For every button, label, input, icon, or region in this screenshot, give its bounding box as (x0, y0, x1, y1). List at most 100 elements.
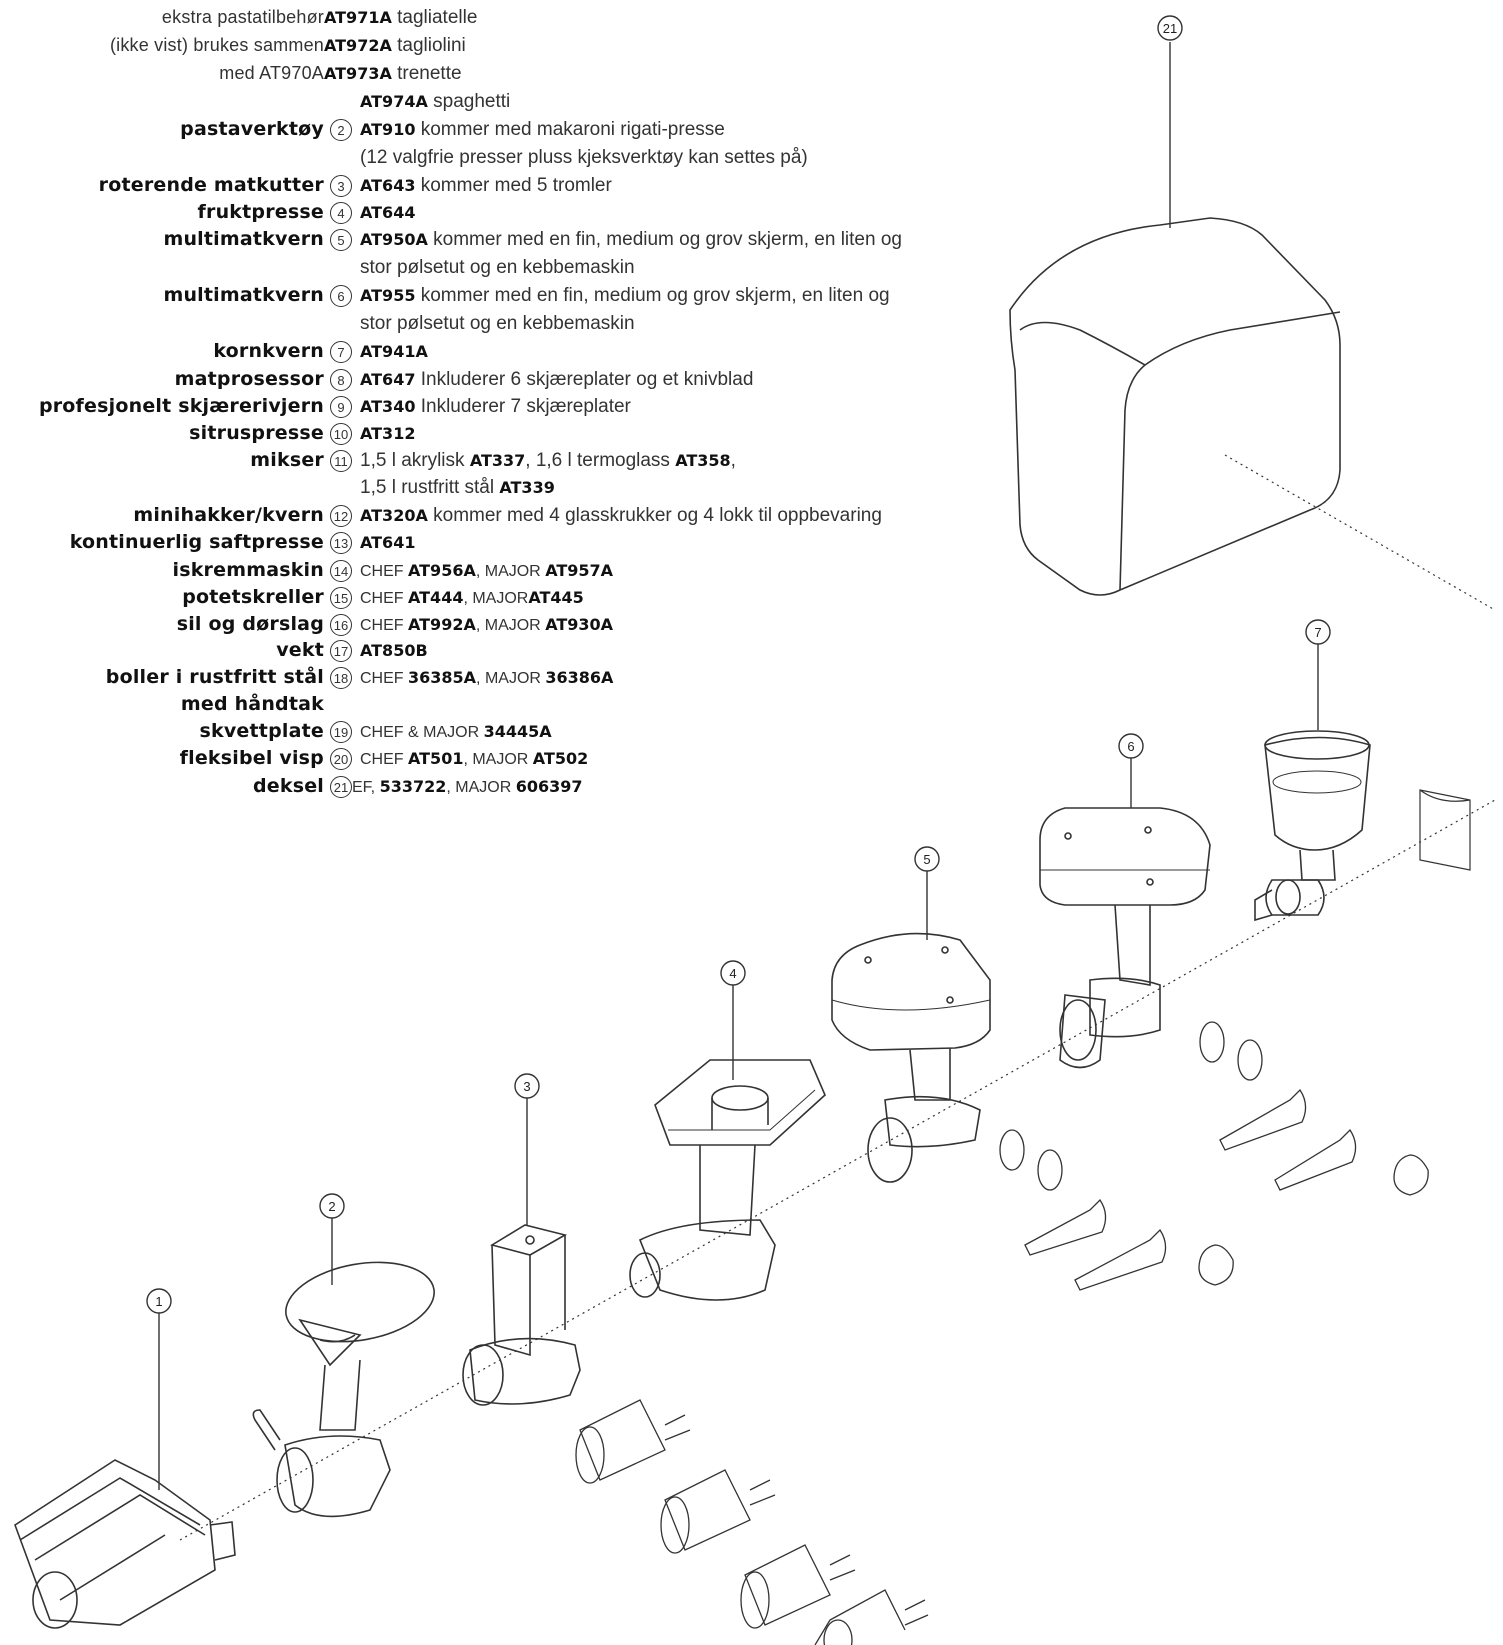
item-text: , MAJOR (446, 779, 516, 796)
pasta-code: AT973A (324, 64, 392, 83)
dust-cover-drawing (1009, 217, 1341, 596)
pasta-code: AT974A (360, 92, 428, 111)
pasta-tool-drawing (252, 1261, 435, 1518)
item-text: , MAJOR (475, 563, 546, 580)
item-code: AT647 (360, 370, 416, 389)
item-code: AT312 (360, 424, 416, 443)
item-number: 20 (330, 748, 352, 770)
item-label: sitruspresse (189, 422, 324, 444)
pasta-roller-drawing (14, 1459, 236, 1629)
item-cont-code: AT339 (499, 478, 555, 497)
item-text: , MAJOR (463, 590, 529, 607)
item-number: 16 (330, 614, 352, 636)
item-code: AT644 (360, 203, 416, 222)
item-cont: stor pølsetut og en kebbemaskin (360, 257, 635, 278)
item-label: pastaverktøy (180, 118, 324, 140)
item-number: 21 (330, 776, 352, 798)
item-number: 7 (330, 341, 352, 363)
callout-circle (1305, 619, 1331, 645)
item-code: AT643 (360, 176, 416, 195)
item-pre: CHEF (360, 751, 408, 768)
item-number: 3 (330, 175, 352, 197)
item-code: AT950A (360, 230, 428, 249)
pasta-label: med AT970A (219, 63, 324, 83)
item-cont: stor pølsetut og en kebbemaskin (360, 313, 635, 334)
callout-circle (720, 960, 746, 986)
item-number: 18 (330, 667, 352, 689)
item-label: mikser (250, 449, 324, 471)
item-code: AT320A (360, 506, 428, 525)
item-label-2: med håndtak (180, 693, 324, 715)
item-number: 17 (330, 640, 352, 662)
item-code-2: 36386A (545, 668, 614, 687)
item-code: AT337 (469, 451, 526, 470)
rotor-slicer-drawing (462, 1224, 581, 1406)
item-label: fleksibel visp (179, 747, 324, 769)
item-number: 2 (330, 119, 352, 141)
item-code: AT340 (360, 397, 416, 416)
item-number: 8 (330, 369, 352, 391)
grinder-5-drawing (831, 932, 991, 1183)
item-number: 4 (330, 202, 352, 224)
callout-circle (1157, 15, 1183, 41)
item-text: , MAJOR (463, 751, 533, 768)
item-code: AT941A (360, 342, 428, 361)
item-code: 36385A (408, 668, 477, 687)
item-label: sil og dørslag (176, 613, 324, 635)
item-pre: CHEF (360, 563, 408, 580)
item-number: 10 (330, 423, 352, 445)
pasta-label: ekstra pastatilbehør (161, 7, 324, 27)
item-text: kommer med 4 glasskrukker og 4 lokk til … (427, 505, 882, 526)
item-code-2: AT957A (545, 561, 614, 580)
item-code: 533722 (379, 777, 447, 796)
item-cont: (12 valgfrie presser pluss kjeksverktøy … (360, 147, 808, 168)
item-label: skvettplate (199, 720, 324, 742)
pasta-name: trenette (397, 63, 462, 84)
item-pre: CHEF & MAJOR (360, 724, 484, 741)
packet-drawing (1419, 789, 1471, 871)
callout-number: 5 (923, 852, 930, 867)
item-pre: CHEF (360, 590, 408, 607)
item-code: AT956A (408, 561, 476, 580)
callout-number: 21 (1163, 21, 1177, 36)
item-label: multimatkvern (163, 228, 324, 250)
item-code: AT910 (360, 120, 416, 139)
fruit-press-drawing (629, 1059, 826, 1301)
pasta-code: AT971A (324, 8, 392, 27)
item-code: AT501 (408, 749, 464, 768)
callout-circle (146, 1288, 172, 1314)
pasta-code: AT972A (324, 36, 392, 55)
callout-number: 6 (1127, 739, 1134, 754)
item-pre: 1,5 l akrylisk (360, 450, 470, 471)
item-number: 12 (330, 505, 352, 527)
item-number: 19 (330, 721, 352, 743)
item-pre: CHEF (360, 670, 408, 687)
item-cont: 1,5 l rustfritt stål (360, 477, 500, 498)
callout-number: 4 (729, 966, 736, 981)
grinder-accessories-drawing (999, 1021, 1429, 1291)
cover-axis (1224, 454, 1496, 611)
item-number: 5 (330, 229, 352, 251)
item-label: deksel (252, 775, 324, 797)
item-number: 9 (330, 396, 352, 418)
item-label: iskremmaskin (172, 559, 324, 581)
grain-mill-drawing (1254, 730, 1371, 922)
item-number: 6 (330, 285, 352, 307)
callout-number: 7 (1314, 625, 1321, 640)
pasta-name: tagliolini (397, 35, 466, 56)
item-code-2: 606397 (515, 777, 583, 796)
callout-circle (514, 1073, 540, 1099)
item-pre: CHEF (360, 617, 408, 634)
item-text: kommer med makaroni rigati-presse (415, 119, 725, 140)
item-number: 15 (330, 587, 352, 609)
item-label: vekt (276, 639, 324, 661)
item-text: Inkluderer 6 skjæreplater og et knivblad (415, 369, 754, 390)
item-label: profesjonelt skjærerivjern (38, 395, 324, 417)
callout-number: 3 (523, 1079, 530, 1094)
callout-number: 2 (328, 1199, 335, 1214)
item-text: kommer med 5 tromler (415, 175, 612, 196)
pasta-label: (ikke vist) brukes sammen (109, 35, 324, 55)
item-code: AT850B (360, 641, 428, 660)
item-pre: EF, (352, 779, 380, 796)
